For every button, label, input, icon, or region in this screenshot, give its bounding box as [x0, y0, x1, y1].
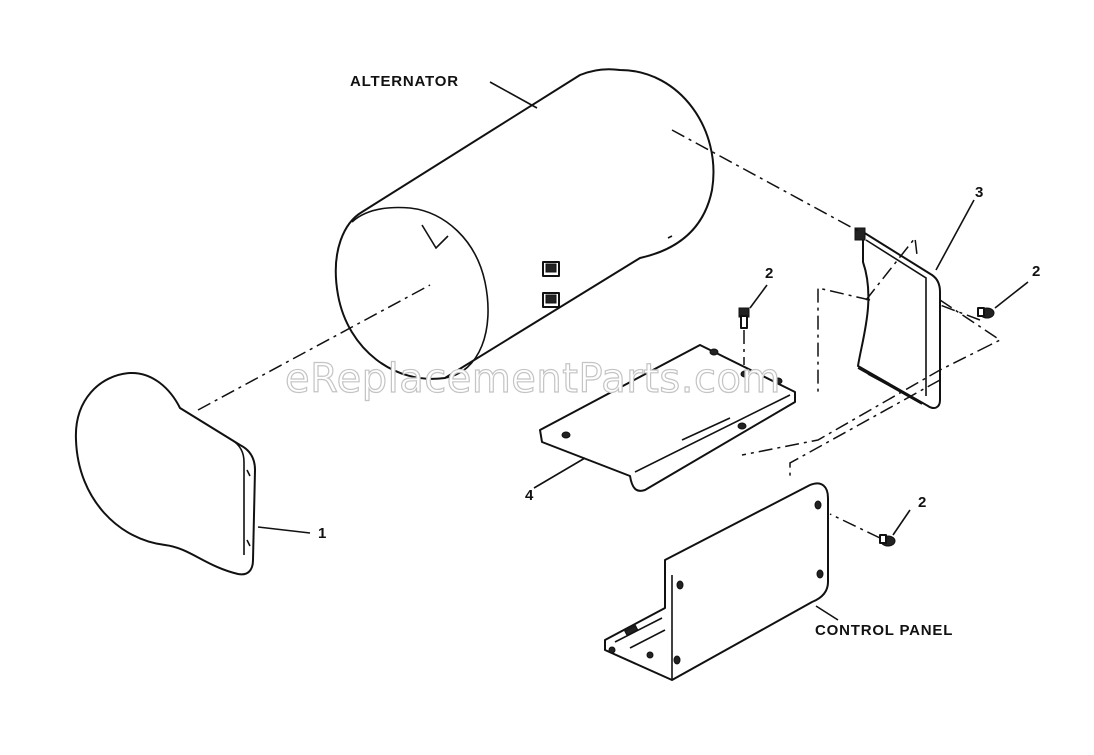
terminal-block-upper [542, 261, 560, 277]
assembly-lines [197, 129, 1002, 539]
callout-part-3: 3 [975, 184, 983, 201]
bolt-panel [879, 534, 896, 547]
watermark: eReplacementParts.com [285, 356, 781, 402]
callout-part-2-bracket-bolt: 2 [765, 265, 773, 282]
part-1-end-cover [74, 371, 256, 576]
label-alternator: ALTERNATOR [350, 73, 459, 90]
terminal-block-lower [542, 292, 560, 308]
bolt-bracket [738, 307, 750, 329]
callout-part-2-panel-bolt: 2 [918, 494, 926, 511]
callout-part-1: 1 [318, 525, 326, 542]
alternator-cylinder [334, 68, 715, 380]
part-4-mounting-plate [539, 344, 796, 492]
callout-part-2-right-bolt: 2 [1032, 263, 1040, 280]
callout-part-4: 4 [525, 487, 534, 504]
bolt-right [977, 307, 995, 319]
label-control-panel: CONTROL PANEL [815, 622, 953, 639]
part-3-bracket [854, 227, 941, 409]
leader-lines [257, 81, 1029, 621]
control-panel [604, 482, 829, 681]
